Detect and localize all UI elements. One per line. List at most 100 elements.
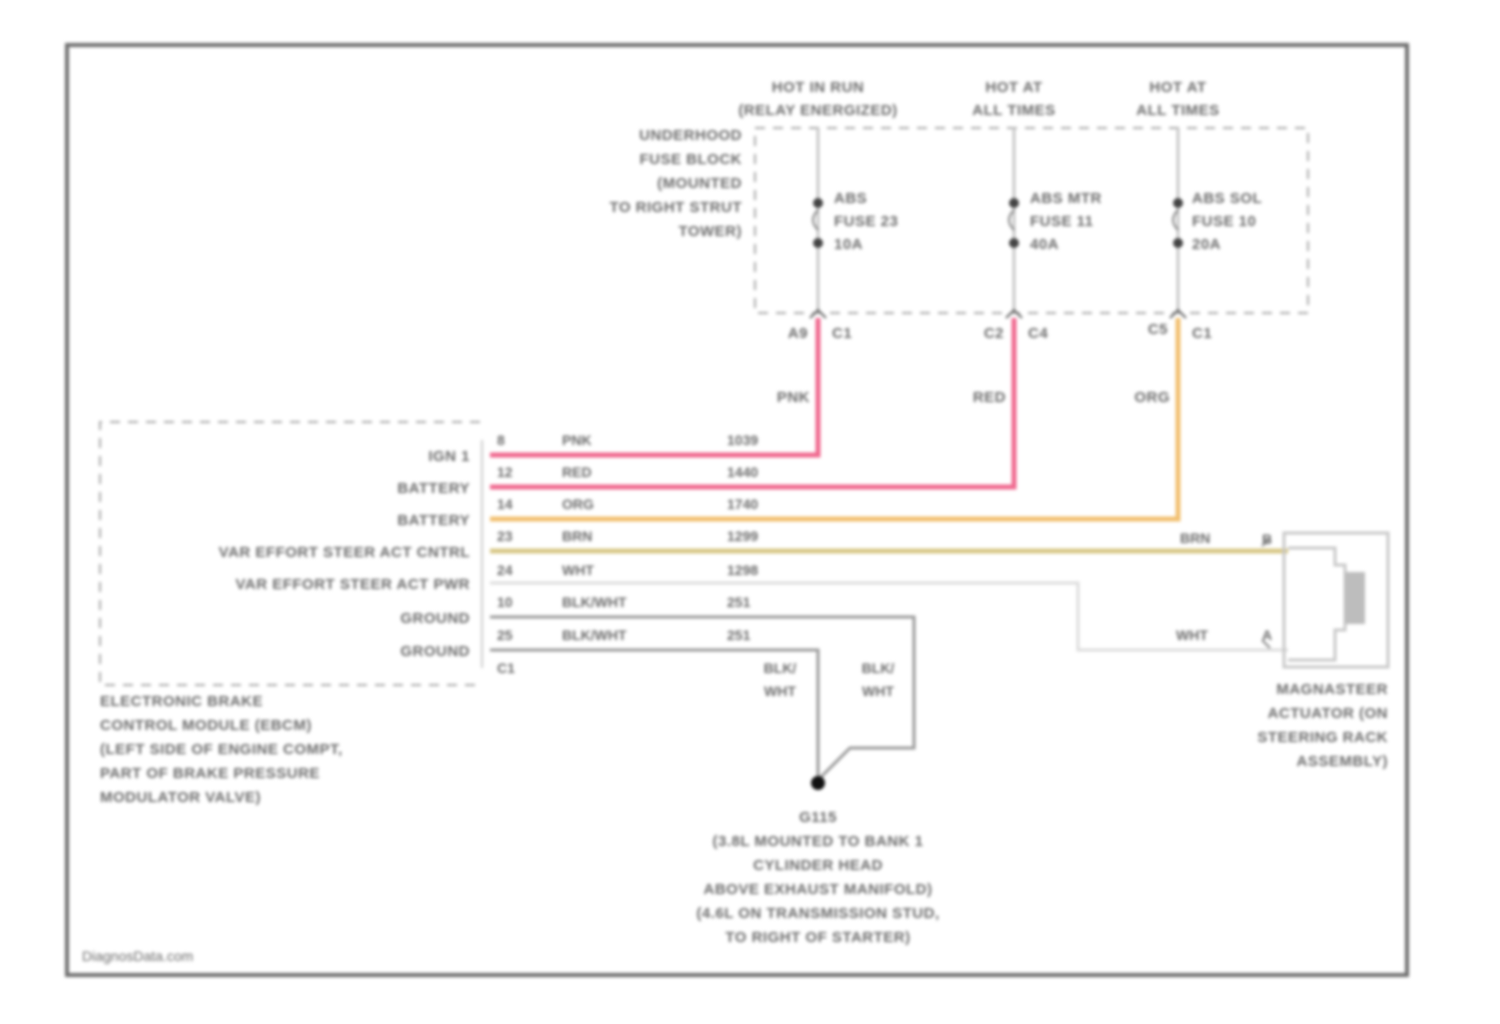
fuse-2-pin-left: C2 xyxy=(984,325,1004,342)
svg-text:1740: 1740 xyxy=(727,496,758,512)
svg-text:12: 12 xyxy=(497,464,513,480)
fuse-2-wire-color: RED xyxy=(973,389,1006,406)
svg-text:BATTERY: BATTERY xyxy=(397,512,470,529)
ground-label-4: (4.6L ON TRANSMISSION STUD, xyxy=(696,905,939,922)
fuse-2-line1: ABS MTR xyxy=(1030,190,1102,207)
ground-wire-2-line1: BLK/ xyxy=(862,660,895,676)
svg-text:BLK/WHT: BLK/WHT xyxy=(562,594,627,610)
power-source-3-line1: HOT AT xyxy=(1149,79,1206,96)
svg-text:GROUND: GROUND xyxy=(400,643,470,660)
fuse-block-label-5: TOWER) xyxy=(678,223,742,240)
ground-label-3: ABOVE EXHAUST MANIFOLD) xyxy=(704,881,933,898)
wire-gnd-1 xyxy=(490,615,916,782)
fuse-2-pin-right: C4 xyxy=(1028,325,1048,342)
actuator-pin-b: B xyxy=(1262,531,1272,547)
fuse-3-line3: 20A xyxy=(1192,236,1221,253)
ebcm-label-1: ELECTRONIC BRAKE xyxy=(100,693,263,710)
actuator-pin-a: A xyxy=(1262,627,1272,643)
ebcm-box xyxy=(99,421,480,686)
actuator-wire-wht: WHT xyxy=(1176,627,1208,643)
fuse-1-icon xyxy=(812,198,823,248)
svg-text:BRN: BRN xyxy=(562,528,592,544)
power-source-3-line2: ALL TIMES xyxy=(1136,102,1219,119)
svg-text:8: 8 xyxy=(497,432,505,448)
ebcm-pin-row: VAR EFFORT STEER ACT PWR 24 WHT 1298 xyxy=(236,562,759,593)
ground-wire-2-line2: WHT xyxy=(862,683,894,699)
fuse-block-label-3: (MOUNTED xyxy=(657,175,742,192)
svg-text:IGN 1: IGN 1 xyxy=(428,448,470,465)
fuse-3-wire-color: ORG xyxy=(1134,389,1170,406)
svg-text:1298: 1298 xyxy=(727,562,758,578)
fuse-block-box xyxy=(754,127,1309,314)
svg-text:GROUND: GROUND xyxy=(400,610,470,627)
actuator-label-1: MAGNASTEER xyxy=(1276,681,1388,698)
power-source-2-line2: ALL TIMES xyxy=(972,102,1055,119)
actuator-label-4: ASSEMBLY) xyxy=(1297,753,1388,770)
ground-wire-1-line2: WHT xyxy=(764,683,796,699)
svg-text:1299: 1299 xyxy=(727,528,758,544)
fuse-3-pin-right: C1 xyxy=(1192,325,1212,342)
wire-pnk xyxy=(490,318,821,458)
fuse-3-icon xyxy=(1172,198,1183,248)
ebcm-pin-row: GROUND 25 BLK/WHT 251 xyxy=(400,627,750,660)
svg-text:BATTERY: BATTERY xyxy=(397,480,470,497)
ebcm-pin-row: IGN 1 8 PNK 1039 xyxy=(428,432,758,465)
ebcm-pin-row: GROUND 10 BLK/WHT 251 xyxy=(400,594,750,627)
ebcm-label-5: MODULATOR VALVE) xyxy=(100,789,261,806)
ebcm-label-3: (LEFT SIDE OF ENGINE COMPT, xyxy=(100,741,343,758)
fuse-1-wire-color: PNK xyxy=(777,389,810,406)
fuse-3-line1: ABS SOL xyxy=(1192,190,1262,207)
fuse-2-line3: 40A xyxy=(1030,236,1059,253)
fuse-2-icon xyxy=(1008,198,1019,248)
fuse-3-pin-left: C5 xyxy=(1148,321,1168,338)
actuator-icon xyxy=(1261,531,1390,669)
ground-label-5: TO RIGHT OF STARTER) xyxy=(725,929,910,946)
wire-red xyxy=(490,318,1017,490)
ground-label-2: CYLINDER HEAD xyxy=(753,857,883,874)
ground-label-1: (3.8L MOUNTED TO BANK 1 xyxy=(713,833,924,850)
svg-text:251: 251 xyxy=(727,594,751,610)
svg-text:23: 23 xyxy=(497,528,513,544)
svg-text:VAR EFFORT STEER ACT CNTRL: VAR EFFORT STEER ACT CNTRL xyxy=(219,544,470,561)
svg-text:WHT: WHT xyxy=(562,562,594,578)
fuse-2-line2: FUSE 11 xyxy=(1030,213,1094,230)
fuse-block-label-1: UNDERHOOD xyxy=(639,127,742,144)
watermark: DiagnosData.com xyxy=(82,948,193,964)
svg-text:1440: 1440 xyxy=(727,464,758,480)
diagram-frame xyxy=(65,43,1409,977)
actuator-label-3: STEERING RACK xyxy=(1257,729,1388,746)
fuse-1-line1: ABS xyxy=(834,190,867,207)
svg-text:10: 10 xyxy=(497,594,513,610)
fuse-3-line2: FUSE 10 xyxy=(1192,213,1256,230)
actuator-wire-brn: BRN xyxy=(1180,530,1210,546)
ebcm-connector-id: C1 xyxy=(497,660,515,676)
svg-text:24: 24 xyxy=(497,562,513,578)
ground-wire-1-line1: BLK/ xyxy=(764,660,797,676)
fuse-1-pin-left: A9 xyxy=(788,325,808,342)
power-source-1-line1: HOT IN RUN xyxy=(772,79,865,96)
fuse-1-line2: FUSE 23 xyxy=(834,213,898,230)
wire-gnd-2 xyxy=(490,648,820,780)
ground-point-icon xyxy=(811,776,825,790)
svg-text:251: 251 xyxy=(727,627,751,643)
fuse-1-pin-right: C1 xyxy=(832,325,852,342)
fuse-block-label-2: FUSE BLOCK xyxy=(640,151,743,168)
ebcm-label-2: CONTROL MODULE (EBCM) xyxy=(100,717,312,734)
svg-text:1039: 1039 xyxy=(727,432,758,448)
svg-text:25: 25 xyxy=(497,627,513,643)
svg-text:VAR EFFORT STEER ACT PWR: VAR EFFORT STEER ACT PWR xyxy=(236,576,471,593)
svg-text:ORG: ORG xyxy=(562,496,594,512)
svg-text:PNK: PNK xyxy=(562,432,592,448)
svg-text:14: 14 xyxy=(497,496,513,512)
svg-text:BLK/WHT: BLK/WHT xyxy=(562,627,627,643)
ebcm-pin-row: BATTERY 12 RED 1440 xyxy=(397,464,758,497)
power-source-2-line1: HOT AT xyxy=(985,79,1042,96)
wire-org xyxy=(490,318,1181,522)
ebcm-pin-row: BATTERY 14 ORG 1740 xyxy=(397,496,758,529)
ground-id: G115 xyxy=(799,809,837,826)
ebcm-label-4: PART OF BRAKE PRESSURE xyxy=(100,765,320,782)
power-source-1-line2: (RELAY ENERGIZED) xyxy=(738,102,897,119)
fuse-block-label-4: TO RIGHT STRUT xyxy=(609,199,742,216)
actuator-label-2: ACTUATOR (ON xyxy=(1268,705,1388,722)
